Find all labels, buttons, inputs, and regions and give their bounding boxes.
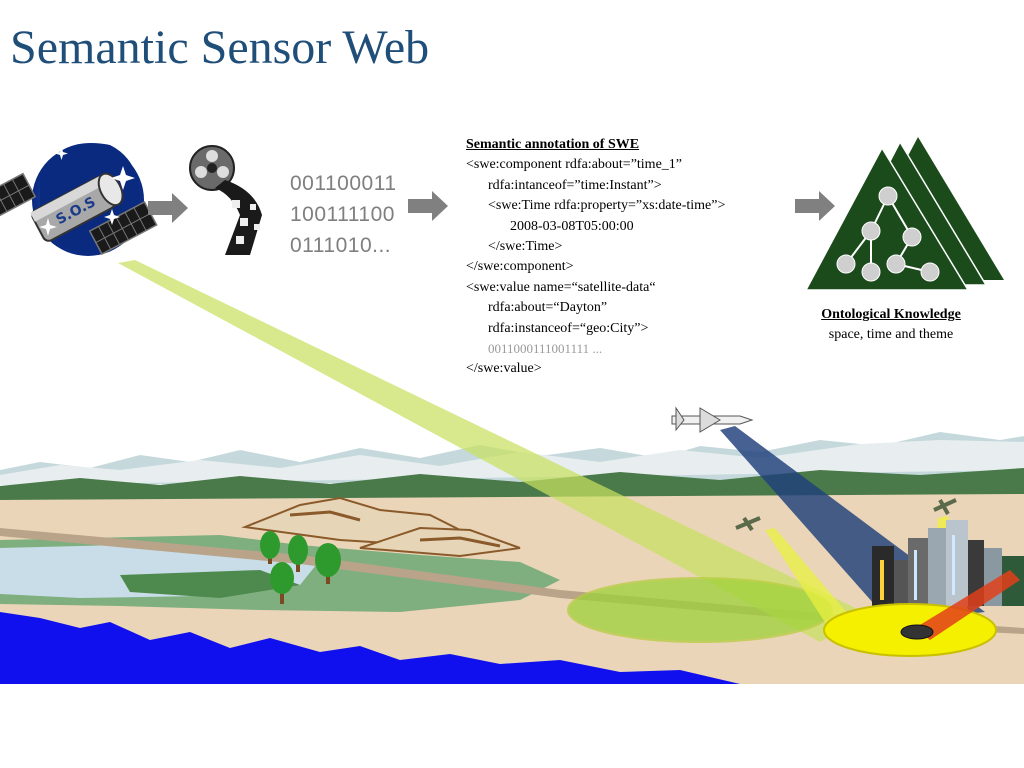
tree-icon xyxy=(315,543,341,584)
code-line: <swe:component rdfa:about=”time_1” xyxy=(466,157,683,173)
arrow-icon xyxy=(408,191,448,221)
code-line: 2008-03-08T05:00:00 xyxy=(510,218,634,234)
ontology-triangle-icon xyxy=(804,137,1004,291)
code-line: <swe:value name=“satellite-data“ xyxy=(466,279,656,295)
binary-line: 001100011 xyxy=(290,172,397,195)
yellow-beam-1 xyxy=(765,528,860,630)
ontology-caption: Ontological Knowledge space, time and th… xyxy=(800,305,982,345)
satellite-footprint xyxy=(567,577,833,643)
ontology-heading: Ontological Knowledge xyxy=(821,307,961,322)
binary-line: 0111010... xyxy=(290,234,392,257)
arrow-icon xyxy=(148,193,188,223)
ocean xyxy=(0,612,740,684)
semantic-annotation: Semantic annotation of SWE <swe:componen… xyxy=(466,135,725,380)
ground-sensor-icon xyxy=(900,624,934,640)
tree-icon xyxy=(270,562,294,604)
code-line: rdfa:instanceof=“geo:City”> xyxy=(488,320,649,336)
binary-line: 100111100 xyxy=(290,203,395,226)
code-line: rdfa:intanceof=”time:Instant”> xyxy=(488,177,662,193)
code-line: rdfa:about=“Dayton” xyxy=(488,300,608,316)
annotation-heading: Semantic annotation of SWE xyxy=(466,137,640,152)
code-line: </swe:component> xyxy=(466,259,574,275)
hill-2 xyxy=(359,526,521,558)
trees xyxy=(260,531,341,604)
page-title: Semantic Sensor Web xyxy=(10,21,430,74)
small-aircraft-icon xyxy=(735,498,957,532)
film-reel-icon xyxy=(189,145,262,255)
code-line: <swe:Time rdfa:property=”xs:date-time”> xyxy=(488,198,726,214)
tree-icon xyxy=(288,535,308,572)
road xyxy=(0,528,1024,634)
ontology-subtitle: space, time and theme xyxy=(828,327,954,342)
hill-ridge xyxy=(289,510,501,548)
arrow-icon xyxy=(795,191,835,221)
tree-icon xyxy=(260,531,280,564)
drone-icon xyxy=(671,406,754,433)
satellite-beam xyxy=(118,260,870,642)
code-line: </swe:value> xyxy=(466,361,542,377)
field-dark xyxy=(120,570,300,598)
red-beam xyxy=(915,570,1020,640)
code-line: </swe:Time> xyxy=(488,239,563,255)
satellite-icon: S.O.S xyxy=(0,143,158,256)
binary-data: 001100011 100111100 0111010... xyxy=(290,168,397,261)
landscape xyxy=(0,432,1024,684)
code-line: 0011000111001111 ... xyxy=(488,341,603,357)
